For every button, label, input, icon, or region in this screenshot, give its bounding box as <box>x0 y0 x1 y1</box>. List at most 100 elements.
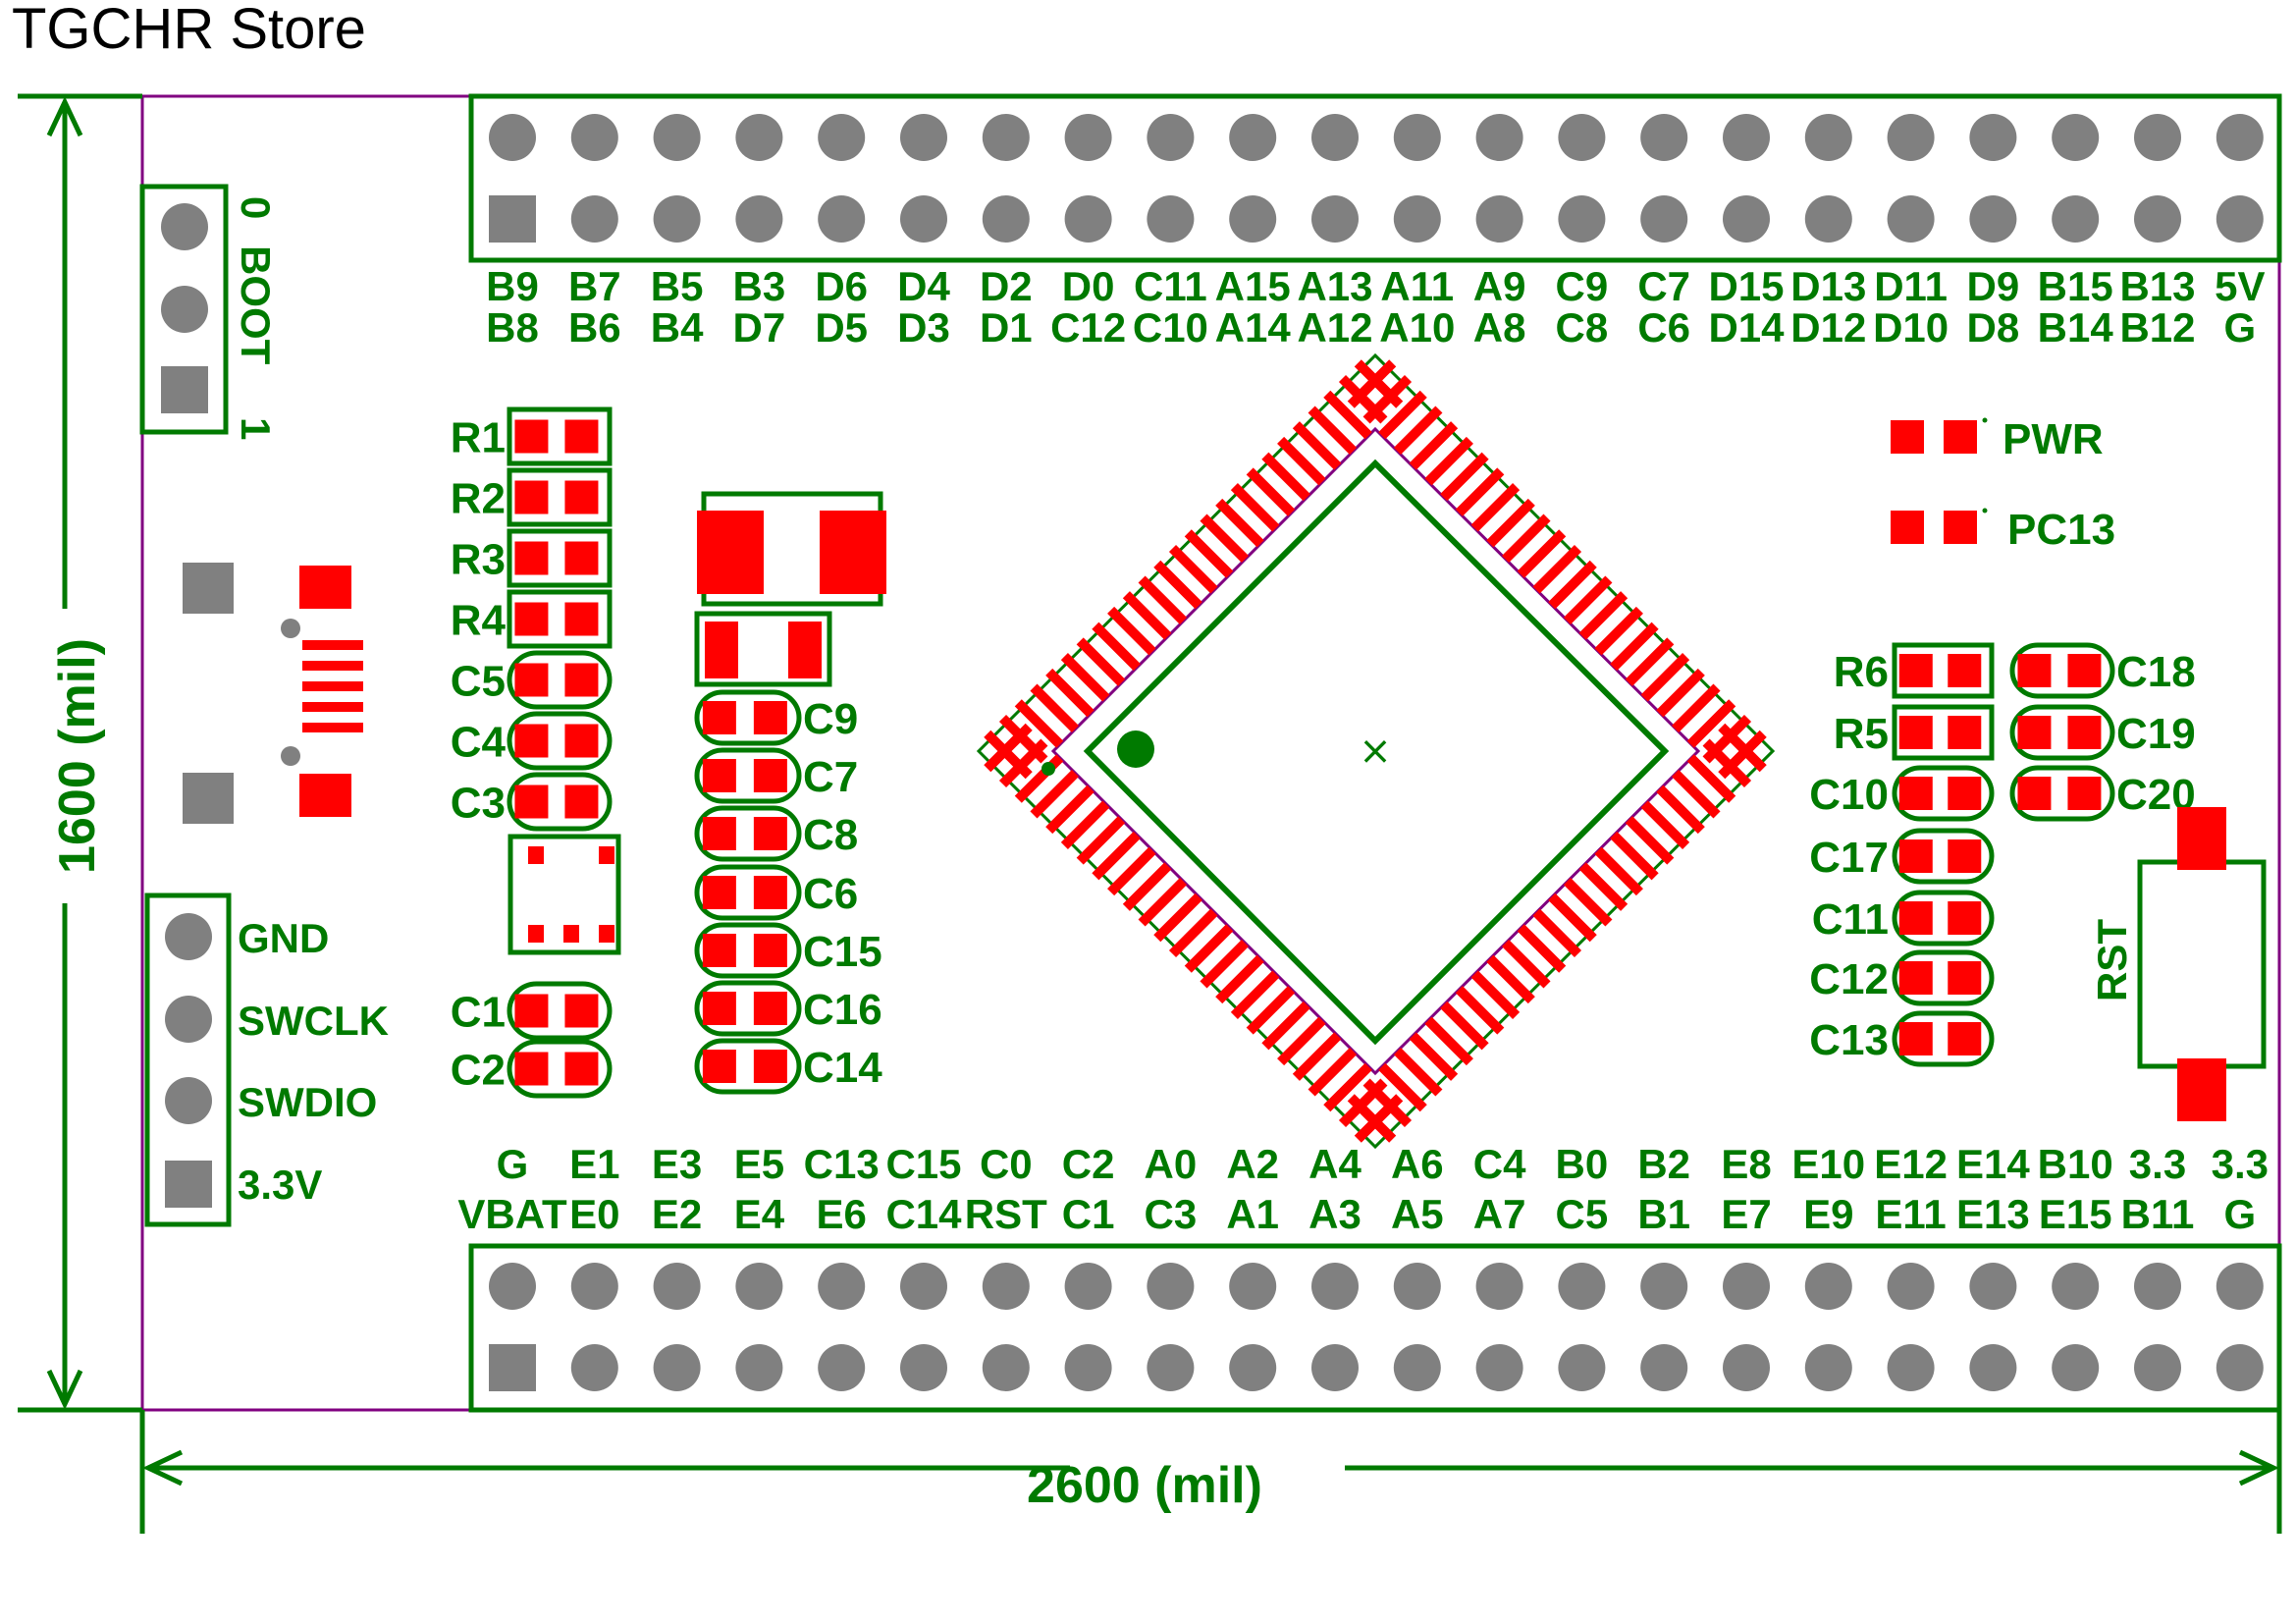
component-label: C19 <box>2116 710 2196 758</box>
mcu-pin-pad <box>1640 800 1690 849</box>
bottom-header-pins <box>489 1263 2264 1391</box>
header-pin <box>1229 1263 1277 1310</box>
header-label: B1 <box>1637 1191 1690 1237</box>
header-label: A7 <box>1473 1191 1526 1237</box>
mcu-pin-pad <box>1440 1001 1489 1051</box>
header-label: D10 <box>1873 304 1949 351</box>
header-label: D11 <box>1874 263 1948 309</box>
header-label: C6 <box>1637 304 1690 351</box>
mcu-pin-pad <box>1702 738 1752 788</box>
mcu-pin-pad <box>1424 436 1473 486</box>
header-label: B6 <box>568 304 621 351</box>
header-pin <box>2134 114 2181 161</box>
component-label: C4 <box>451 719 507 767</box>
crystal32k-pad-left <box>705 622 738 678</box>
header-label: D2 <box>980 263 1033 309</box>
header-pin <box>1558 114 1606 161</box>
component-label: C18 <box>2116 648 2196 696</box>
header-label: C8 <box>1556 304 1609 351</box>
component-label: C9 <box>803 695 858 743</box>
mcu-pin-pad <box>1563 878 1613 927</box>
header-label: D1 <box>980 304 1033 351</box>
component-label: C12 <box>1809 955 1889 1003</box>
mcu-pin-pad <box>1060 653 1110 702</box>
header-label: G <box>2223 1191 2256 1237</box>
component-c3: C3 <box>451 772 613 832</box>
header-pin-1 <box>489 1344 536 1391</box>
header-pin <box>1311 1344 1359 1391</box>
header-label: E11 <box>1875 1191 1946 1237</box>
crystal-pad-left <box>697 511 764 594</box>
header-pin <box>818 1344 866 1391</box>
mcu-center-mark: × <box>1359 729 1392 774</box>
header-pin <box>570 1344 618 1391</box>
mcu-pin-pad <box>1502 939 1551 989</box>
mcu-pin-pad <box>1060 800 1110 849</box>
header-label: A12 <box>1297 304 1372 351</box>
header-pin <box>900 195 947 243</box>
header-pin <box>900 1263 947 1310</box>
mcu-pin-pad <box>1138 575 1188 624</box>
header-pin <box>735 1344 783 1391</box>
component-c20: C20 <box>2009 765 2196 822</box>
header-label: B0 <box>1556 1141 1609 1187</box>
header-pin <box>735 195 783 243</box>
header-pin <box>1887 114 1935 161</box>
header-pin <box>1064 1263 1112 1310</box>
mcu-pin-pad <box>1686 754 1736 803</box>
header-label: RST <box>965 1191 1047 1237</box>
mcu-pin-pad <box>1686 699 1736 748</box>
header-pin <box>1804 1344 1852 1391</box>
mcu-pin-pad <box>1718 723 1767 773</box>
header-pin <box>1804 195 1852 243</box>
component-r2: R2 <box>451 467 613 527</box>
component-label: R5 <box>1834 710 1889 758</box>
header-pin <box>489 114 536 161</box>
header-pin <box>982 195 1030 243</box>
component-c9: C9 <box>694 689 858 746</box>
mcu-pin-pad <box>1107 846 1156 896</box>
swd-label-gnd: GND <box>238 915 329 961</box>
header-pin <box>1393 114 1441 161</box>
component-c1: C1 <box>451 981 613 1041</box>
height-dimension-label: 1600 (mil) <box>49 638 106 874</box>
mcu-pin-pad <box>1362 1078 1413 1128</box>
swd-pin-swdio <box>165 1077 212 1124</box>
mcu-pin-pad <box>1107 606 1156 656</box>
header-pin <box>1393 195 1441 243</box>
mcu-pin-pad <box>998 714 1048 764</box>
component-label: C6 <box>803 870 858 918</box>
swd-header-outline <box>144 893 232 1227</box>
mcu-pin-pad <box>1409 421 1459 470</box>
swd-pin-gnd <box>165 913 212 960</box>
swd-label-swclk: SWCLK <box>238 998 389 1044</box>
header-pin <box>1723 195 1770 243</box>
mcu-pin-pad <box>1277 1016 1326 1066</box>
mcu-pin-pad <box>1610 831 1659 881</box>
header-label: E12 <box>1874 1141 1948 1187</box>
mcu-pin-pad <box>1076 816 1126 865</box>
component-c15: C15 <box>694 922 882 979</box>
mcu-pin-pad <box>1532 908 1582 958</box>
mcu-pin-pad <box>1362 374 1413 424</box>
header-pin <box>570 114 618 161</box>
width-dimension-label: 2600 (mil) <box>1027 1457 1262 1514</box>
mcu-pin-pad <box>1246 986 1296 1035</box>
component-r6: R6 <box>1834 642 1995 699</box>
header-label: D9 <box>1967 263 2020 309</box>
header-label: B2 <box>1637 1141 1690 1187</box>
header-pin <box>653 1344 701 1391</box>
swd-label-3v3: 3.3V <box>238 1162 322 1208</box>
header-label: G <box>497 1141 529 1187</box>
header-pin <box>1229 1344 1277 1391</box>
header-label: D14 <box>1708 304 1785 351</box>
usb-locating-hole-bottom <box>281 746 300 766</box>
header-pin <box>735 1263 783 1310</box>
boot-pin-0 <box>161 203 208 250</box>
header-pin <box>1969 1344 2017 1391</box>
boot-jumper-outline <box>139 184 229 435</box>
component-label: C2 <box>451 1047 506 1095</box>
header-pin <box>1311 1263 1359 1310</box>
